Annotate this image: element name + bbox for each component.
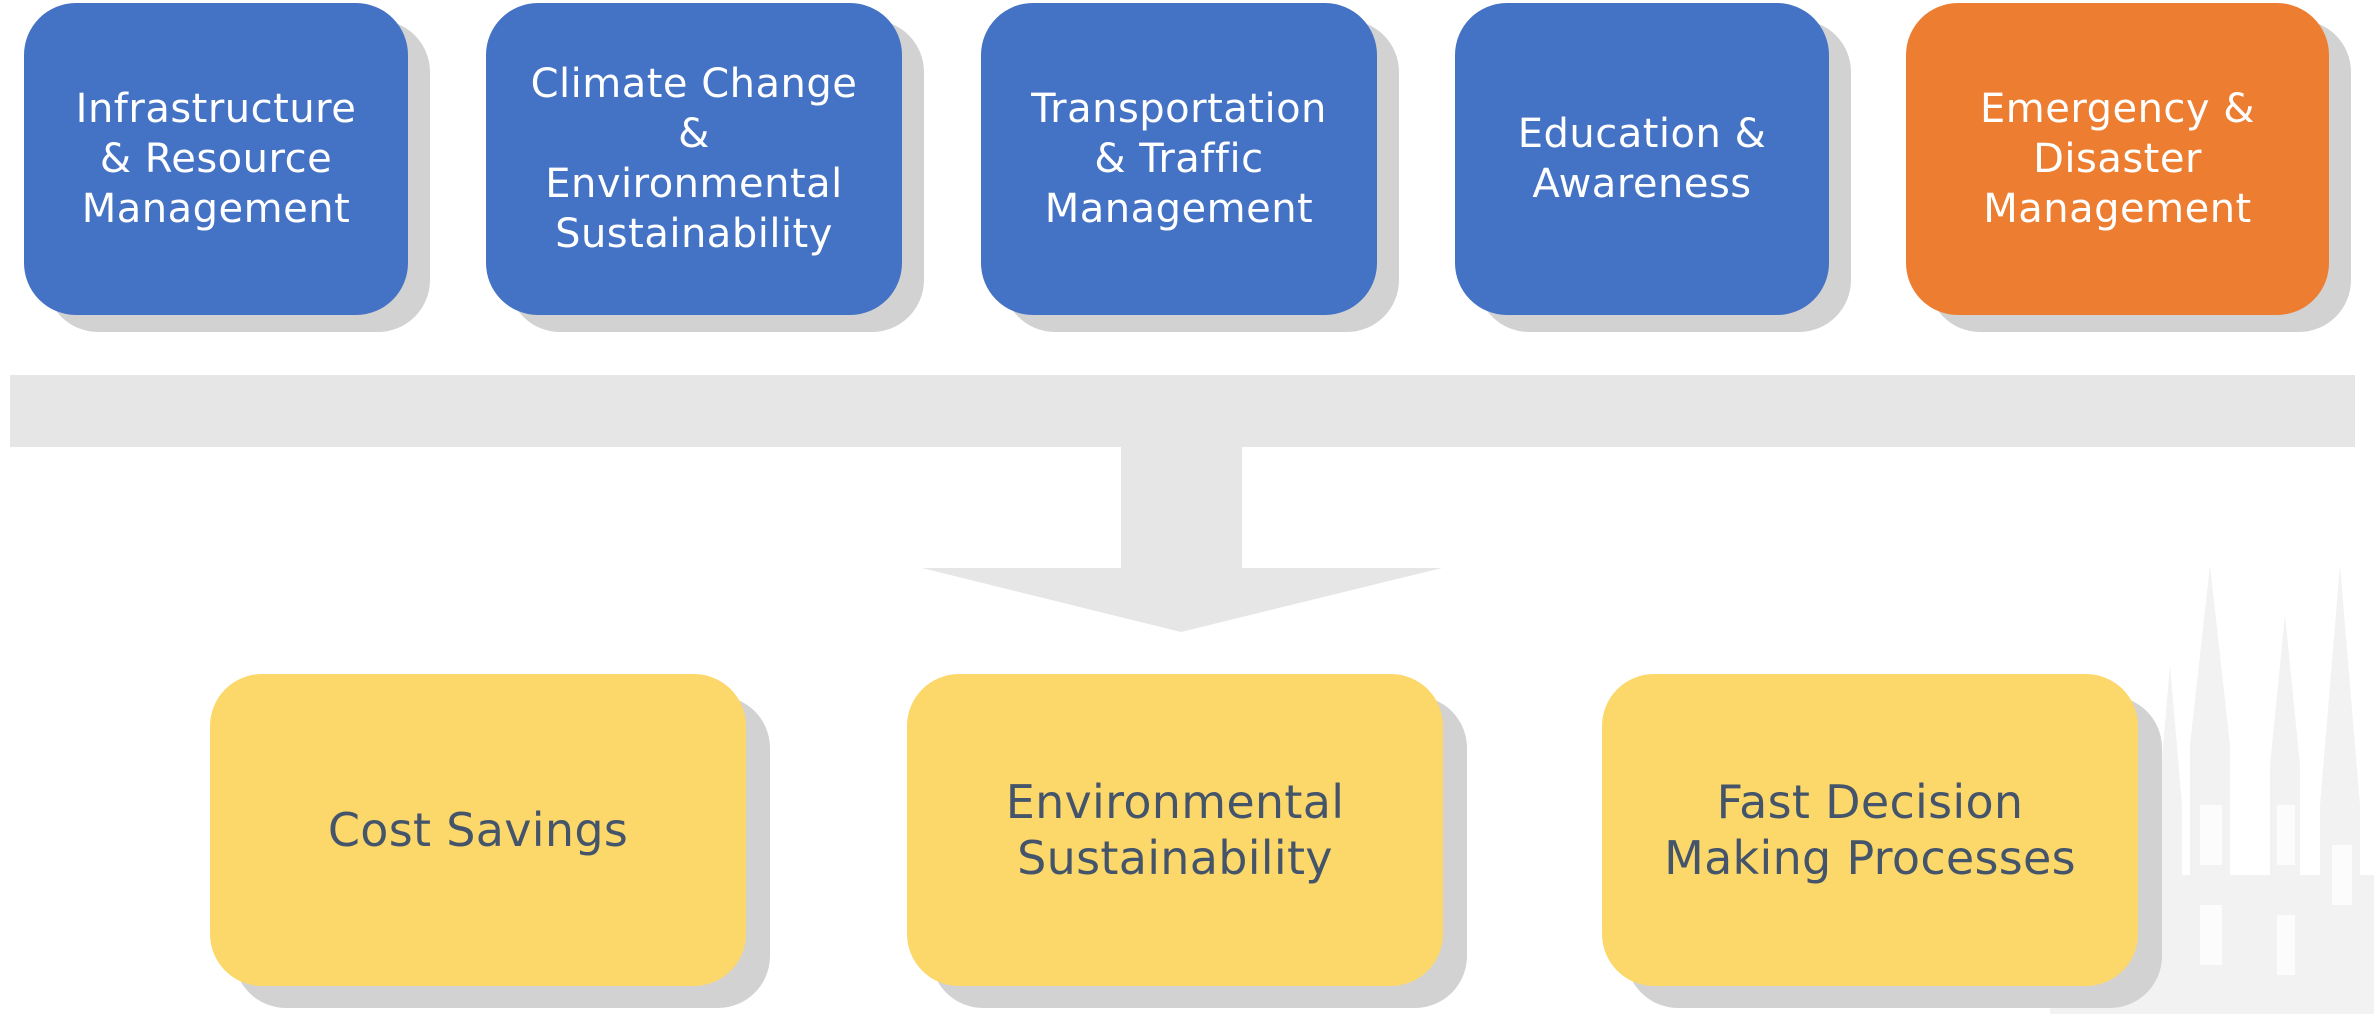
benefit-card-fast-decision: Fast Decision Making Processes — [1602, 674, 2138, 986]
domain-card-emergency: Emergency & Disaster Management — [1906, 3, 2329, 315]
domain-card-label: Infrastructure & Resource Management — [75, 86, 357, 232]
benefit-card-cost-savings: Cost Savings — [210, 674, 746, 986]
benefit-card-label: Fast Decision Making Processes — [1664, 774, 2076, 885]
domain-card-label: Emergency & Disaster Management — [1979, 86, 2255, 232]
down-arrow-icon — [922, 447, 1442, 632]
benefit-card-environmental: Environmental Sustainability — [907, 674, 1443, 986]
domain-card-transportation: Transportation & Traffic Management — [981, 3, 1377, 315]
benefit-card-label: Environmental Sustainability — [1005, 774, 1345, 885]
domain-card-infrastructure: Infrastructure & Resource Management — [24, 3, 408, 315]
benefit-card-label: Cost Savings — [327, 802, 629, 857]
domain-card-education: Education & Awareness — [1455, 3, 1829, 315]
domain-card-label: Education & Awareness — [1517, 111, 1767, 207]
connector-bar — [10, 375, 2355, 447]
domain-card-climate: Climate Change & Environmental Sustainab… — [486, 3, 902, 315]
domain-card-label: Transportation & Traffic Management — [1031, 86, 1327, 232]
domain-card-label: Climate Change & Environmental Sustainab… — [530, 61, 858, 257]
